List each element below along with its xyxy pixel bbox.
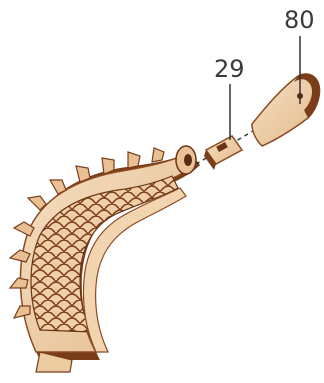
callout-29-label: 29 xyxy=(214,55,245,83)
callout-80-label: 80 xyxy=(284,6,315,34)
tail-connector-hole xyxy=(184,154,192,166)
part-29 xyxy=(204,136,242,170)
tail-assembly xyxy=(10,146,200,372)
part-80 xyxy=(252,74,320,146)
